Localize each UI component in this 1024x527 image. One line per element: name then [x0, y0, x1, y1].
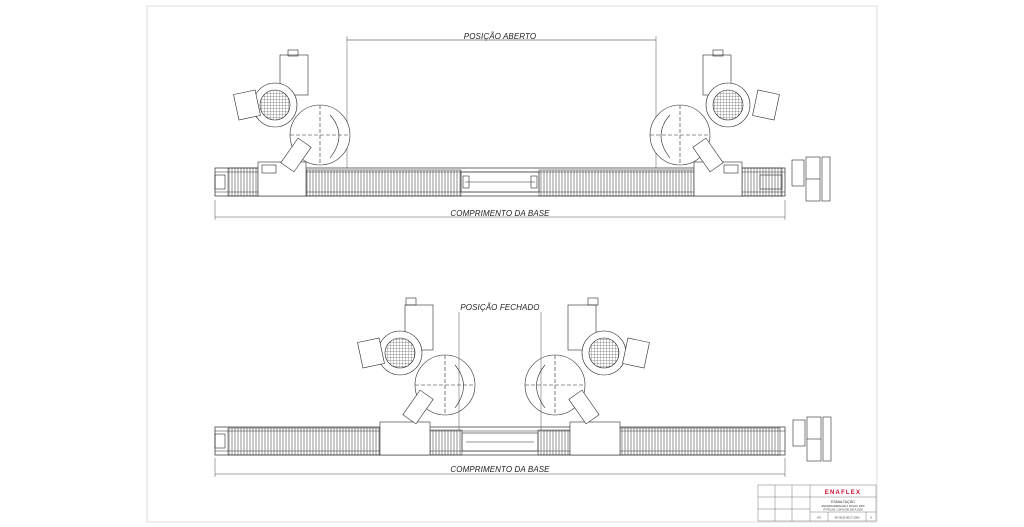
closed-left-head — [357, 297, 476, 425]
title-block-brand-logo: ENAFLEX — [825, 490, 861, 496]
title-block-description-1: ENFARDADEIRA DE 4 ROLOS 1600 — [822, 504, 865, 508]
title-block-description-2: P/ PEÇAS / CHAS DE 100 A 1500 — [823, 508, 863, 512]
title-block — [757, 484, 877, 522]
open-right-bellows — [538, 167, 783, 197]
title-block-revision: 0 — [870, 516, 872, 520]
open-position-view — [214, 36, 831, 220]
closed-right-head — [524, 297, 650, 425]
open-base-length-label: COMPRIMENTO DA BASE — [450, 209, 550, 218]
open-position-label: POSIÇÃO ABERTO — [464, 32, 536, 41]
sheet-border — [146, 5, 878, 523]
closed-position-view — [214, 297, 832, 477]
open-left-head — [233, 49, 351, 173]
title-block-company: ESMALTAÇÃO — [831, 499, 855, 504]
closed-base-length-label: COMPRIMENTO DA BASE — [450, 465, 550, 474]
closed-right-bellows — [537, 427, 781, 456]
open-right-head — [649, 49, 780, 173]
closed-left-bellows — [227, 427, 463, 456]
title-block-drawing-number: SN 0020 0017-2000 — [834, 516, 859, 520]
closed-position-label: POSIÇÃO FECHADO — [460, 303, 539, 312]
title-block-sheet-size: A3 — [817, 516, 821, 520]
